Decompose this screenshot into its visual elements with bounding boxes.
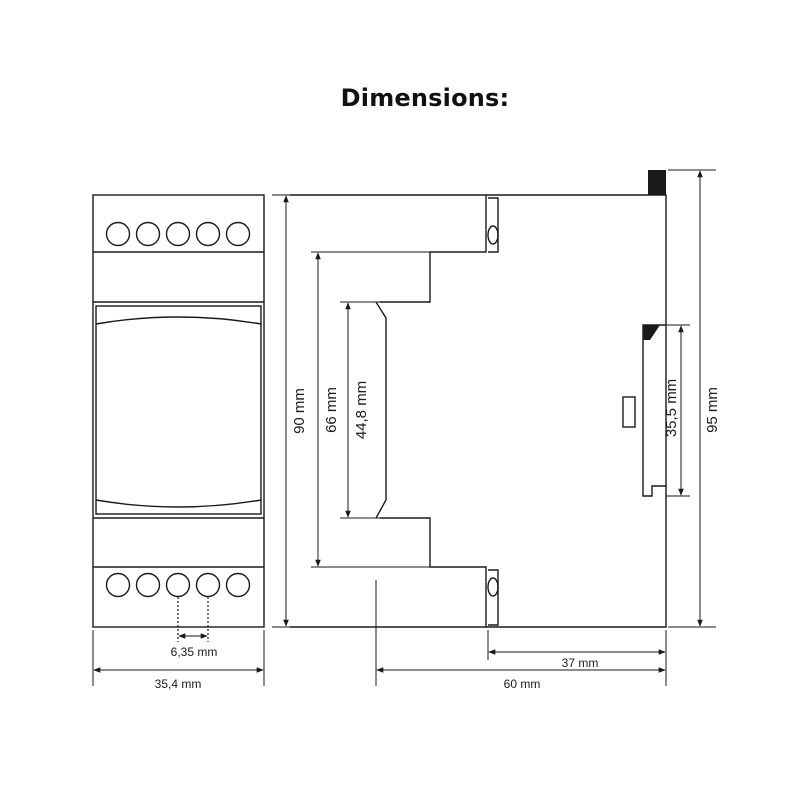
height-total-label: 90 mm xyxy=(291,388,308,434)
terminal-screw-icon xyxy=(135,572,161,598)
terminal-screw-icon xyxy=(195,221,221,247)
page-title: Dimensions: xyxy=(340,84,510,112)
cover-bottom-curve xyxy=(95,499,262,508)
top-terminal-row xyxy=(105,221,251,247)
bottom-step-profile xyxy=(380,517,487,627)
terminal-screw-icon xyxy=(225,572,251,598)
din-clip-tooth xyxy=(643,325,660,340)
top-step-profile xyxy=(380,195,487,303)
terminal-screw-icon xyxy=(105,572,131,598)
terminal-screw-icon xyxy=(105,221,131,247)
terminal-screw-icon xyxy=(135,221,161,247)
width-label: 35,4 mm xyxy=(155,677,202,691)
top-clamp xyxy=(488,197,499,253)
front-housing-outline xyxy=(92,194,265,628)
height-front-label: 44,8 mm xyxy=(353,381,370,439)
terminal-screw-icon xyxy=(165,221,191,247)
cover-top-curve xyxy=(95,316,262,325)
side-outline xyxy=(290,194,667,628)
bottom-step-leaders xyxy=(311,517,430,568)
release-slot xyxy=(622,396,636,428)
pitch-label: 6,35 mm xyxy=(171,645,218,659)
terminal-screw-icon xyxy=(195,572,221,598)
clamp-screw-icon xyxy=(487,225,499,245)
rear-clip-top xyxy=(648,170,666,195)
terminal-screw-icon xyxy=(165,572,191,598)
front-view: 6,35 mm 35,4 mm xyxy=(92,194,265,691)
terminal-screw-icon xyxy=(225,221,251,247)
height-overall-label: 95 mm xyxy=(704,387,721,433)
rail-label: 35,5 mm xyxy=(663,379,680,437)
depth-rail-label: 37 mm xyxy=(562,656,599,670)
front-cover-panel xyxy=(95,305,262,515)
bottom-clamp xyxy=(488,569,499,626)
side-view: 90 mm 66 mm 44,8 mm 35,5 mm 95 mm 37 mm … xyxy=(272,169,721,691)
front-face-edge xyxy=(375,301,387,519)
depth-total-label: 60 mm xyxy=(504,677,541,691)
height-mid-label: 66 mm xyxy=(323,387,340,433)
top-step-leaders xyxy=(311,251,430,303)
bottom-terminal-row xyxy=(105,572,251,598)
clamp-screw-icon xyxy=(487,577,499,597)
